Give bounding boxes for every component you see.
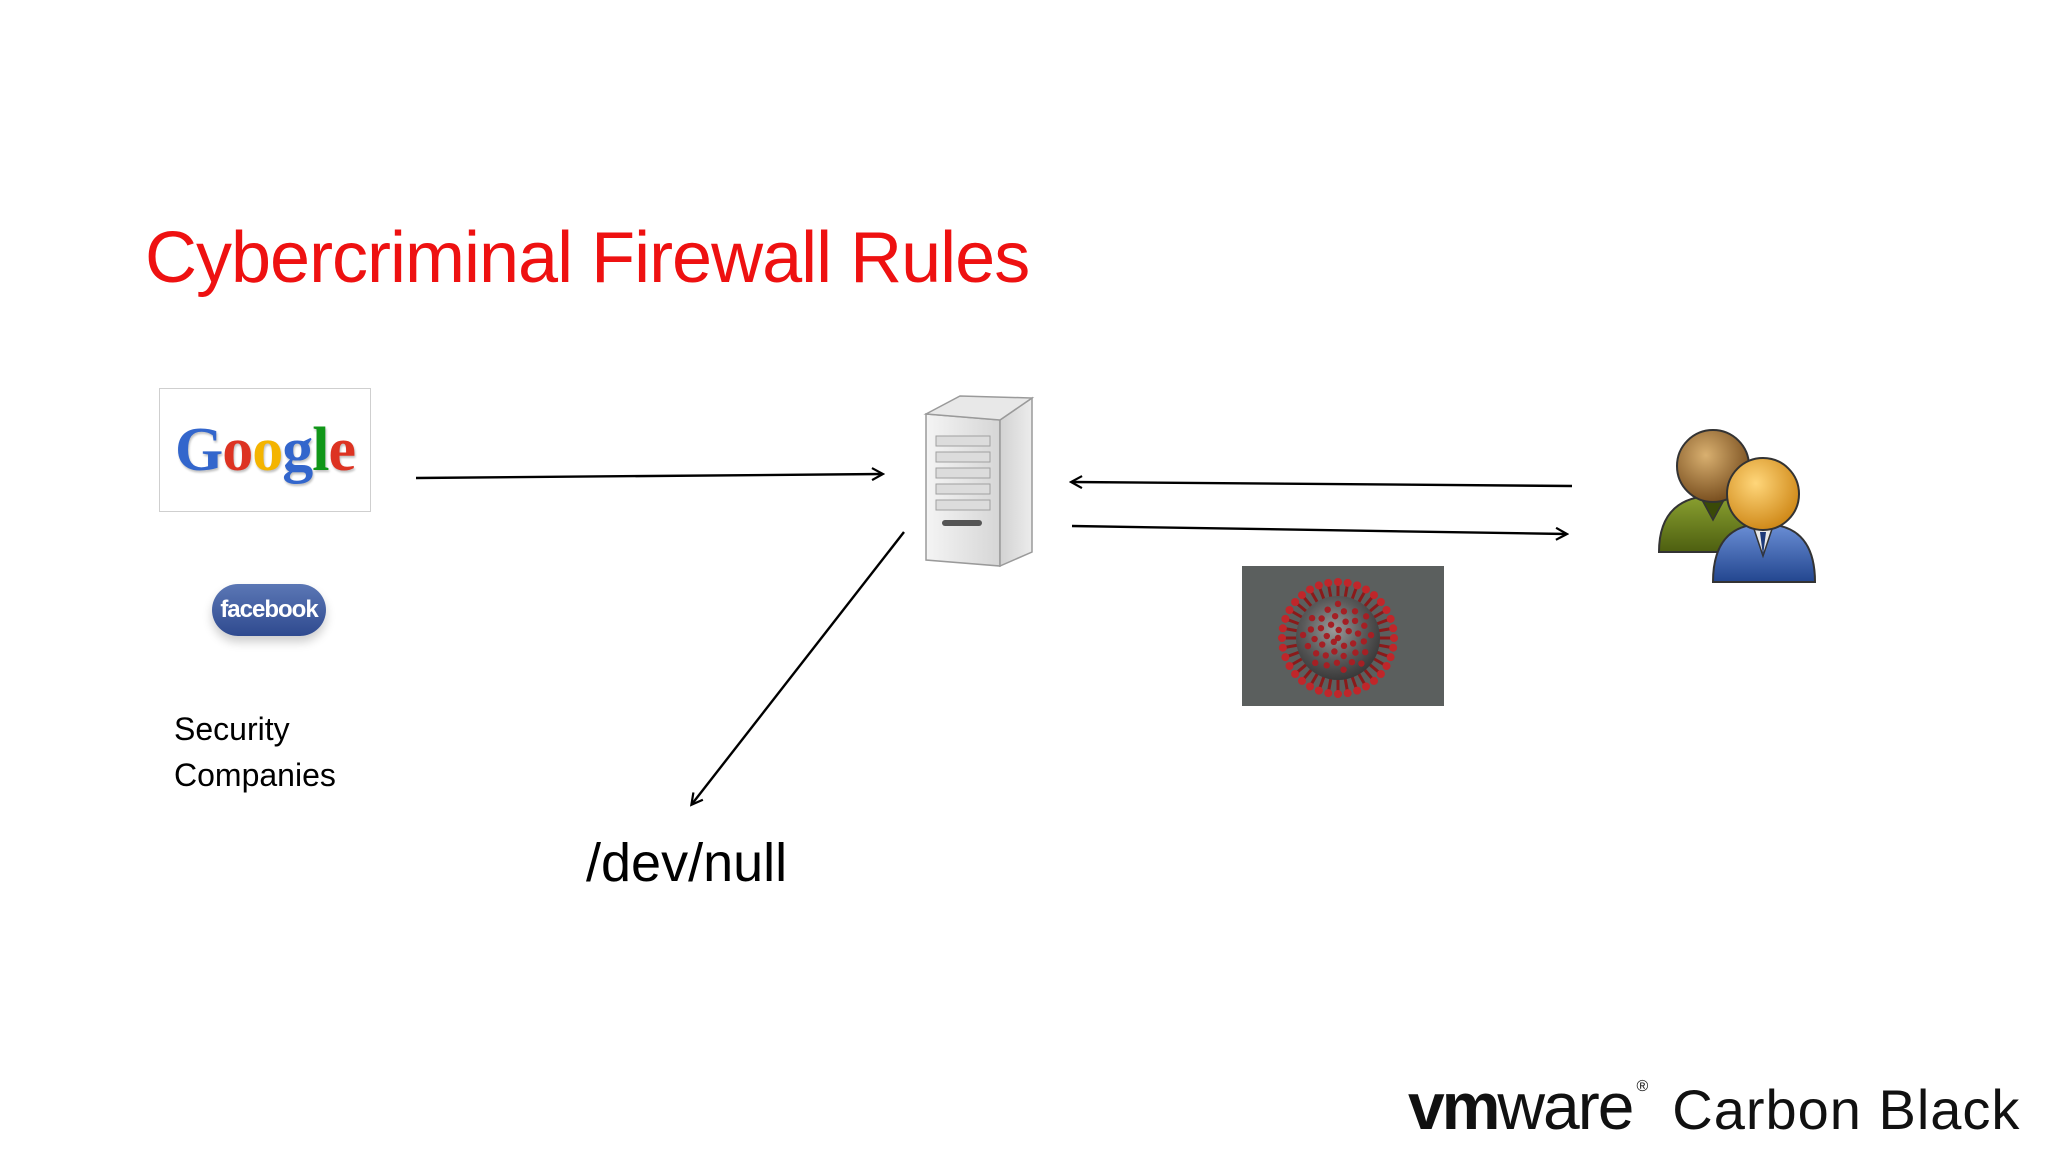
security-companies-label: Security Companies	[174, 706, 336, 798]
virus-image	[1242, 566, 1444, 706]
brand-registered-mark: ®	[1636, 1078, 1649, 1095]
arrow-sources-to-server	[415, 474, 882, 478]
slide-title: Cybercriminal Firewall Rules	[145, 218, 1030, 298]
arrow-server-to-users	[1071, 524, 1566, 534]
google-logo-text: Google	[175, 415, 356, 484]
brand-ware: ware	[1497, 1069, 1634, 1143]
arrow-server-to-devnull	[692, 531, 905, 804]
vmware-carbon-black-logo: vm ware ® Carbon Black	[1408, 1068, 2020, 1144]
security-label-line2: Companies	[174, 757, 336, 793]
google-logo: Google	[159, 388, 371, 512]
dev-null-label: /dev/null	[586, 833, 788, 893]
brand-product: Carbon Black	[1672, 1078, 2021, 1141]
security-label-line1: Security	[174, 711, 290, 747]
server-icon	[920, 392, 1040, 577]
arrow-users-to-server	[1072, 482, 1573, 486]
brand-vm: vm	[1408, 1069, 1500, 1143]
facebook-logo: facebook	[212, 584, 326, 636]
facebook-logo-text: facebook	[220, 596, 318, 623]
users-icon	[1655, 420, 1835, 595]
